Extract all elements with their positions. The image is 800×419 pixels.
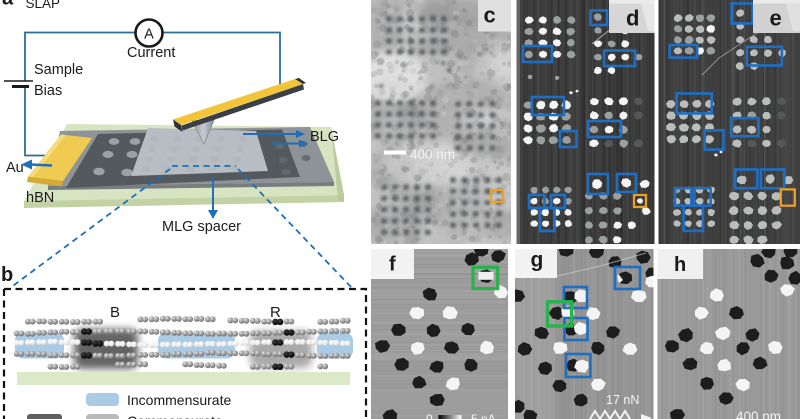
svg-text:d: d <box>626 6 639 31</box>
svg-text:h: h <box>674 254 686 276</box>
svg-text:g: g <box>531 249 544 272</box>
svg-text:400 nm: 400 nm <box>410 147 455 162</box>
svg-text:Au: Au <box>6 160 24 176</box>
svg-text:0: 0 <box>426 412 433 419</box>
svg-text:Sample: Sample <box>34 62 83 78</box>
svg-text:a: a <box>2 0 14 10</box>
svg-text:Commensurate: Commensurate <box>127 413 223 419</box>
svg-text:MLG spacer: MLG spacer <box>162 219 241 235</box>
svg-text:e: e <box>770 6 782 31</box>
svg-text:B: B <box>110 304 120 321</box>
svg-text:R: R <box>270 304 281 321</box>
svg-text:5 nA: 5 nA <box>471 412 496 419</box>
svg-text:400 nm: 400 nm <box>736 409 781 419</box>
svg-text:hBN: hBN <box>26 190 54 206</box>
svg-text:A: A <box>144 27 154 43</box>
svg-text:SLAP: SLAP <box>26 0 61 11</box>
svg-text:f: f <box>389 254 396 276</box>
svg-text:Incommensurate: Incommensurate <box>127 392 231 408</box>
svg-text:Current: Current <box>127 45 175 61</box>
svg-text:Bias: Bias <box>34 83 62 99</box>
svg-text:BLG: BLG <box>310 129 339 145</box>
svg-text:b: b <box>1 264 13 286</box>
svg-text:17 nN: 17 nN <box>606 393 639 407</box>
svg-text:c: c <box>484 3 496 28</box>
